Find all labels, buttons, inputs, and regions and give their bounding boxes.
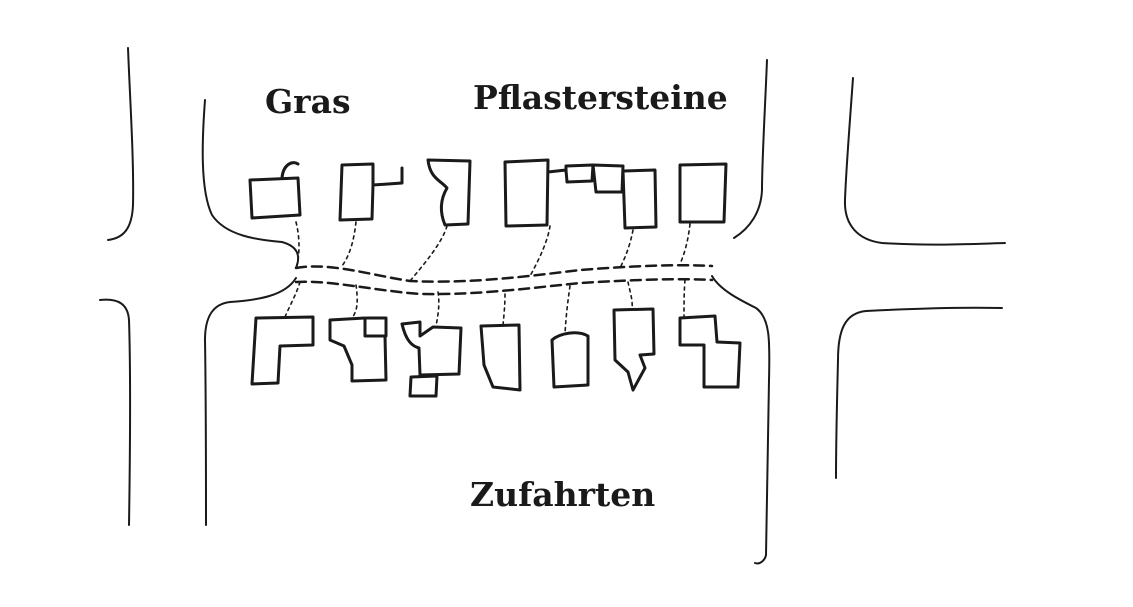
- right-upper-curb: [843, 77, 1006, 246]
- house-u6: [591, 163, 625, 194]
- house-u8: [678, 162, 728, 224]
- house-access-paths: [284, 221, 691, 335]
- right-lower-curb: [835, 306, 1003, 479]
- house-l5: [550, 331, 590, 389]
- block-upper-right-edge: [733, 59, 768, 239]
- house-l2: [328, 316, 388, 383]
- house-u2: [338, 162, 404, 222]
- house-l3: [400, 320, 463, 377]
- label-gras: Gras: [265, 82, 351, 121]
- house-l7: [678, 314, 742, 389]
- path-lower: [294, 277, 714, 296]
- block-upper-left-edge: [201, 99, 300, 269]
- left-upper-curb: [107, 47, 135, 241]
- path-upper: [294, 263, 714, 283]
- house-l4: [479, 323, 522, 392]
- house-l1: [250, 315, 315, 386]
- house-l3-annex: [408, 374, 439, 398]
- label-zufahrten: Zufahrten: [470, 475, 656, 514]
- house-u7: [621, 168, 658, 230]
- block-outline: [201, 59, 771, 565]
- block-lower-right-edge: [711, 275, 771, 565]
- upper-houses: [248, 158, 728, 230]
- house-u5: [546, 163, 595, 184]
- street-boundaries: [99, 47, 1006, 526]
- house-l6: [612, 307, 656, 392]
- left-lower-curb: [99, 298, 132, 526]
- paved-paths: [294, 263, 714, 296]
- house-u3: [426, 158, 472, 227]
- house-u4: [503, 158, 550, 228]
- house-u1: [248, 161, 302, 220]
- block-lower-left-edge: [204, 277, 297, 526]
- label-pflastersteine: Pflastersteine: [473, 78, 728, 117]
- lower-houses: [250, 307, 742, 398]
